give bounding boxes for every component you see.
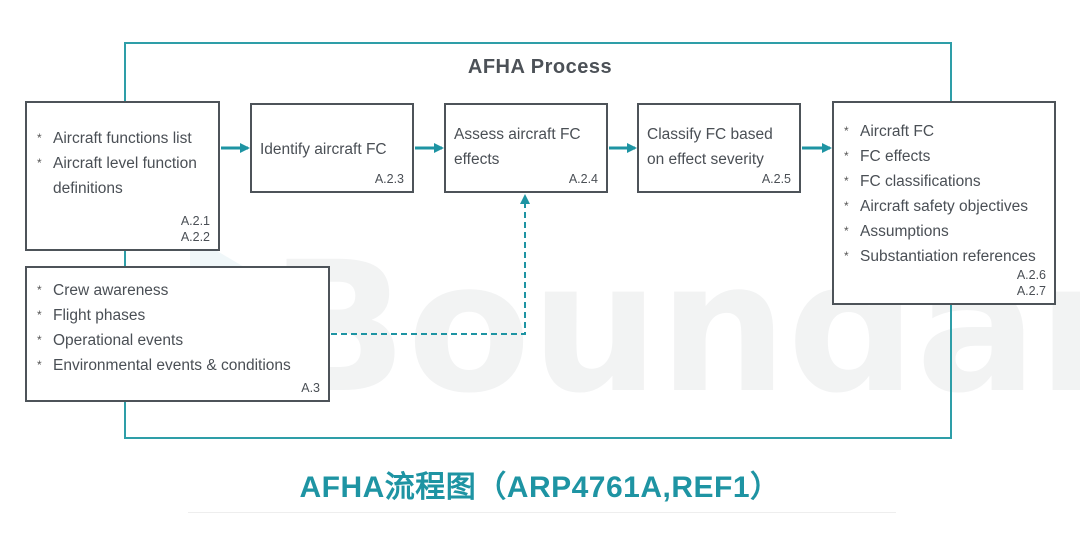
list-item: *Crew awareness: [27, 278, 328, 303]
bullet-icon: *: [844, 224, 849, 238]
bullet-icon: *: [844, 124, 849, 138]
caption-divider: [188, 512, 896, 513]
list-item: *Aircraft FC: [834, 119, 1054, 144]
list-item: *Flight phases: [27, 303, 328, 328]
reference-label: A.3: [301, 381, 320, 395]
outputs-box: *Aircraft FC *FC effects *FC classificat…: [832, 101, 1056, 305]
bullet-icon: *: [37, 283, 42, 297]
reference-label: A.2.1 A.2.2: [180, 214, 210, 244]
bullet-icon: *: [37, 156, 42, 170]
list-item: *Substantiation references: [834, 244, 1054, 269]
step-label: Classify FC based on effect severity: [647, 126, 773, 168]
bullet-icon: *: [37, 131, 42, 145]
bullet-icon: *: [844, 174, 849, 188]
bullet-icon: *: [844, 149, 849, 163]
list-item: *Aircraft level function definitions: [27, 151, 218, 201]
reference-label: A.2.6 A.2.7: [1016, 268, 1046, 298]
list-item: *FC classifications: [834, 169, 1054, 194]
inputs-list: *Aircraft functions list *Aircraft level…: [27, 126, 218, 201]
step-classify-box: Classify FC based on effect severity A.2…: [637, 103, 801, 193]
step-assess-box: Assess aircraft FC effects A.2.4: [444, 103, 608, 193]
list-item: *Environmental events & conditions: [27, 353, 328, 378]
list-item: *Operational events: [27, 328, 328, 353]
reference-label: A.2.3: [374, 172, 404, 186]
step-label: Assess aircraft FC effects: [454, 126, 581, 168]
list-item: *FC effects: [834, 144, 1054, 169]
bullet-icon: *: [37, 358, 42, 372]
bullet-icon: *: [844, 199, 849, 213]
outputs-list: *Aircraft FC *FC effects *FC classificat…: [834, 119, 1054, 269]
list-item: *Aircraft safety objectives: [834, 194, 1054, 219]
bullet-icon: *: [844, 249, 849, 263]
context-list: *Crew awareness *Flight phases *Operatio…: [27, 278, 328, 378]
reference-label: A.2.4: [568, 172, 598, 186]
bullet-icon: *: [37, 308, 42, 322]
dashed-arrow-context-to-assess: [331, 194, 530, 335]
step-label: Identify aircraft FC: [260, 141, 387, 158]
figure-caption: AFHA流程图（ARP4761A,REF1）: [299, 471, 781, 504]
bullet-icon: *: [37, 333, 42, 347]
context-box: *Crew awareness *Flight phases *Operatio…: [25, 266, 330, 402]
list-item: *Aircraft functions list: [27, 126, 218, 151]
list-item: *Assumptions: [834, 219, 1054, 244]
process-title: AFHA Process: [467, 56, 613, 78]
reference-label: A.2.5: [761, 172, 791, 186]
inputs-box: *Aircraft functions list *Aircraft level…: [25, 101, 220, 251]
step-identify-box: Identify aircraft FC A.2.3: [250, 103, 414, 193]
